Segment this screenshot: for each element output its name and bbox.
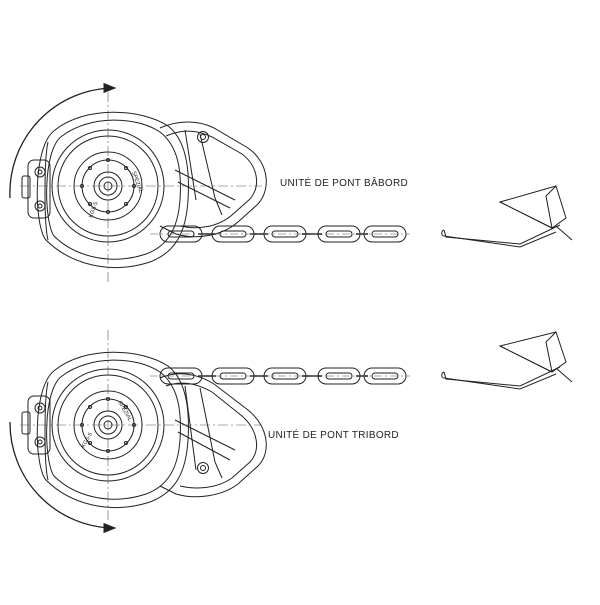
port-windlass-unit: SPEZIAL KGS-5	[9, 82, 573, 282]
port-unit-label: UNITÉ DE PONT BÂBORD	[280, 178, 409, 189]
drum-engraving-bottom: KGS-5	[88, 201, 99, 219]
chain-pipe-housing	[159, 121, 267, 238]
center-lines	[20, 92, 262, 282]
anchor-icon	[441, 185, 573, 248]
drum-engraving-bottom: KGS-5	[81, 432, 94, 449]
rotation-arrow-icon	[9, 421, 117, 534]
bolt-icon	[197, 462, 209, 474]
chain-pipe-housing	[159, 373, 267, 498]
side-bracket	[21, 159, 51, 219]
anchor-icon	[441, 331, 573, 390]
rotation-arrow-icon	[9, 82, 117, 199]
bolt-icon	[197, 131, 209, 143]
center-lines	[20, 330, 262, 520]
windlass-body	[36, 351, 189, 509]
windlass-body	[36, 111, 189, 269]
starboard-windlass-unit: SPEZIAL KGS-5	[9, 330, 573, 534]
starboard-unit-label: UNITÉ DE PONT TRIBORD	[268, 430, 399, 441]
